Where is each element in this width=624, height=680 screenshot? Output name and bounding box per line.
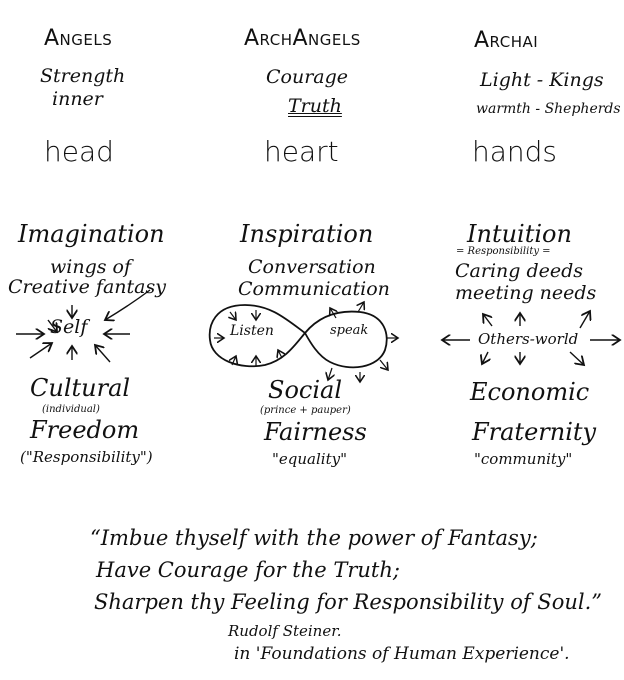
faculty-inspiration: Inspiration (240, 220, 374, 248)
quality-truth: Truth (288, 95, 342, 117)
quality-inner: inner (52, 88, 103, 110)
organ-hands: hands (472, 135, 558, 168)
loop-listen: Listen (230, 323, 274, 339)
ideal-note-responsibility: ("Responsibility") (20, 448, 153, 466)
center-self: Self (50, 316, 88, 338)
faculty-imagination: Imagination (18, 220, 165, 248)
desc-caring-deeds: Caring deeds (455, 260, 584, 282)
desc-wings-of: wings of (50, 256, 132, 278)
desc-conversation: Conversation (248, 256, 376, 278)
quality-courage: Courage (266, 66, 349, 88)
quote-line-3: Sharpen thy Feeling for Responsibility o… (94, 590, 602, 614)
ideal-freedom: Freedom (30, 416, 140, 444)
note-responsibility: = Responsibility = (456, 246, 551, 257)
organ-head: head (44, 135, 114, 168)
sphere-social: Social (268, 376, 342, 404)
sphere-note-prince-pauper: (prince + pauper) (260, 405, 351, 416)
infinity-loop (208, 302, 398, 382)
sphere-cultural: Cultural (30, 374, 131, 402)
desc-meeting-needs: meeting needs (455, 282, 597, 304)
heading-archai: Archai (474, 28, 539, 53)
sphere-economic: Economic (470, 378, 590, 406)
quote-source: in 'Foundations of Human Experience'. (234, 644, 570, 664)
quote-line-2: Have Courage for the Truth; (96, 558, 400, 582)
sphere-note-individual: (individual) (42, 404, 100, 415)
quality-warmth-shepherds: warmth - Shepherds (476, 101, 621, 117)
ideal-fairness: Fairness (264, 418, 367, 446)
loop-speak: speak (330, 323, 369, 338)
ideal-fraternity: Fraternity (472, 418, 597, 446)
quote-author: Rudolf Steiner. (228, 622, 342, 640)
center-others-world: Others-world (478, 330, 579, 348)
quote-line-1: “Imbue thyself with the power of Fantasy… (90, 526, 538, 550)
faculty-intuition: Intuition (467, 220, 572, 248)
ideal-note-community: "community" (474, 450, 573, 468)
others-world-arrows (442, 311, 620, 365)
organ-heart: heart (264, 135, 339, 168)
desc-creative-fantasy: Creative fantasy (8, 276, 166, 298)
self-arrows (16, 289, 151, 363)
heading-archangels: ArchAngels (244, 26, 361, 51)
quality-strength: Strength (40, 65, 126, 87)
ideal-note-equality: "equality" (272, 450, 347, 468)
desc-communication: Communication (238, 278, 390, 300)
quality-light-kings: Light - Kings (480, 69, 604, 91)
heading-angels: Angels (44, 26, 113, 51)
